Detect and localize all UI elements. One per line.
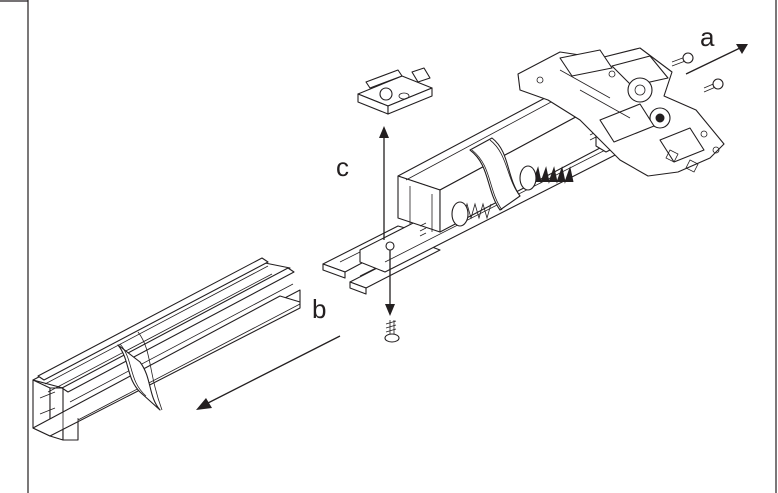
pivot-mechanism bbox=[517, 47, 725, 177]
screw-top-2 bbox=[703, 78, 724, 93]
screw-top-1 bbox=[671, 52, 694, 67]
label-a: a bbox=[700, 22, 715, 52]
spring-right bbox=[519, 165, 574, 191]
clip-plate bbox=[357, 67, 433, 115]
arrow-a bbox=[685, 44, 748, 75]
screw-bottom bbox=[384, 320, 400, 343]
arrow-b bbox=[196, 335, 341, 410]
spring-left bbox=[451, 201, 492, 227]
closer-body bbox=[322, 89, 627, 295]
label-b: b bbox=[312, 294, 326, 324]
rail-channel bbox=[32, 257, 301, 441]
arrow-c bbox=[379, 126, 395, 316]
label-c: c bbox=[336, 152, 349, 182]
